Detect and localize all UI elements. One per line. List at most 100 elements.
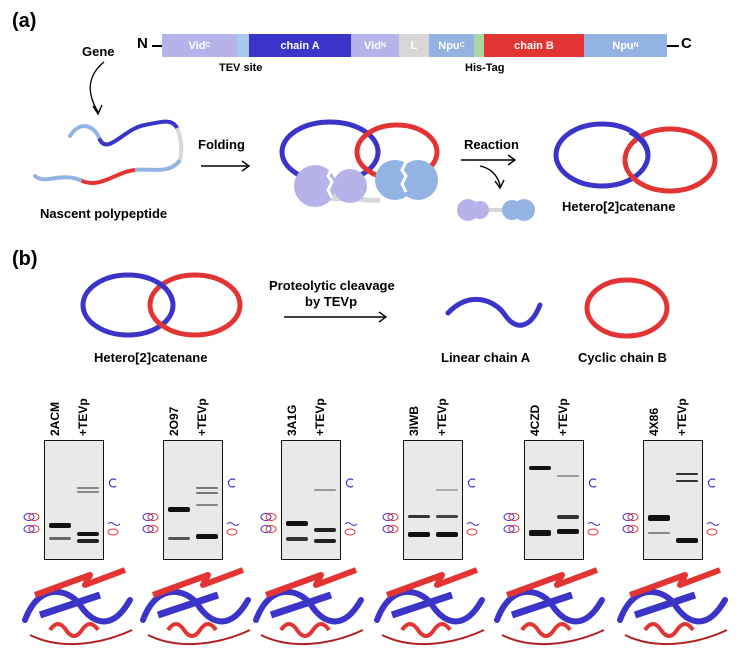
- gel-image: [163, 440, 223, 560]
- gel-band: [168, 507, 190, 513]
- gel-band: [314, 539, 336, 544]
- construct-segment: L: [399, 34, 429, 57]
- gel-band: [77, 486, 99, 489]
- panel-a-label: (a): [12, 10, 37, 32]
- linear-chain-a-label: Linear chain A: [441, 350, 531, 365]
- segment-superscript: C: [205, 42, 211, 49]
- protein-structure: [494, 567, 605, 645]
- gel-band: [286, 520, 308, 526]
- segment-label: Npu: [438, 39, 460, 52]
- c-terminus-label: C: [681, 35, 692, 52]
- gel-band: [49, 536, 71, 540]
- gel-band: [314, 527, 336, 532]
- segment-label: Npu: [612, 39, 634, 52]
- gel-band: [286, 536, 308, 541]
- gel-band: [196, 534, 218, 540]
- gel-band: [408, 515, 430, 519]
- cyclic-chain-b-label: Cyclic chain B: [578, 350, 667, 365]
- gel-band: [49, 523, 71, 529]
- gel-band: [557, 528, 579, 534]
- his-tag-label: His-Tag: [465, 62, 505, 74]
- band-marker-icon: [622, 513, 639, 533]
- segment-superscript: N: [380, 42, 386, 49]
- gel-image: [44, 440, 104, 560]
- construct-segment: chain B: [484, 34, 584, 57]
- gel-band: [529, 466, 551, 471]
- protein-structure: [22, 567, 133, 645]
- gel-band: [196, 503, 218, 506]
- band-marker-icon: [344, 478, 358, 536]
- construct-segment: [474, 34, 484, 57]
- segment-superscript: N: [633, 42, 639, 49]
- gene-label: Gene: [82, 44, 115, 59]
- gel-id-label: 2O97: [167, 406, 181, 436]
- gel-band: [168, 536, 190, 540]
- band-marker-icon: [107, 478, 121, 536]
- gel-band: [436, 515, 458, 519]
- construct-segment: chain A: [249, 34, 351, 57]
- gel-treatment-label: +TEVp: [195, 398, 209, 436]
- gel-band: [676, 479, 698, 482]
- gel-band: [196, 486, 218, 489]
- gel-band: [77, 539, 99, 544]
- band-marker-icon: [382, 513, 399, 533]
- band-marker-icon: [260, 513, 277, 533]
- gel-image: [403, 440, 463, 560]
- band-marker-icon: [142, 513, 159, 533]
- n-terminus-label: N: [137, 35, 148, 52]
- band-marker-icon: [23, 513, 40, 533]
- band-marker-icon: [503, 513, 520, 533]
- segment-label: Vid: [364, 39, 381, 52]
- gel-band: [196, 492, 218, 495]
- gel-image: [524, 440, 584, 560]
- panel-b-label: (b): [12, 248, 38, 270]
- gel-id-label: 3A1G: [285, 404, 299, 436]
- protein-structure: [374, 567, 485, 645]
- band-marker-icon: [706, 478, 720, 536]
- gel-band: [529, 529, 551, 536]
- construct-c-linker: [667, 45, 679, 47]
- cleavage-label-2: by TEVp: [305, 294, 358, 309]
- gel-band: [436, 532, 458, 538]
- band-marker-icon: [587, 478, 601, 536]
- band-marker-icon: [226, 478, 240, 536]
- gel-band: [436, 488, 458, 491]
- gel-treatment-label: +TEVp: [435, 398, 449, 436]
- product-label: Hetero[2]catenane: [562, 199, 676, 214]
- gel-treatment-label: +TEVp: [556, 398, 570, 436]
- cleavage-label-1: Proteolytic cleavage: [269, 278, 395, 293]
- folding-label: Folding: [198, 137, 245, 152]
- segment-label: chain A: [280, 39, 320, 52]
- gel-image: [281, 440, 341, 560]
- gel-id-label: 4CZD: [528, 404, 542, 436]
- gel-image: [643, 440, 703, 560]
- gel-id-label: 2ACM: [48, 401, 62, 436]
- gel-band: [408, 532, 430, 538]
- gel-id-label: 4X86: [647, 407, 661, 436]
- gel-band: [557, 515, 579, 520]
- gel-band: [648, 515, 670, 522]
- tev-site-label: TEV site: [219, 62, 263, 74]
- gel-id-label: 3IWB: [407, 406, 421, 436]
- gel-band: [77, 491, 99, 494]
- nascent-polypeptide-label: Nascent polypeptide: [40, 206, 168, 221]
- band-marker-icon: [466, 478, 480, 536]
- protein-structure: [140, 567, 251, 645]
